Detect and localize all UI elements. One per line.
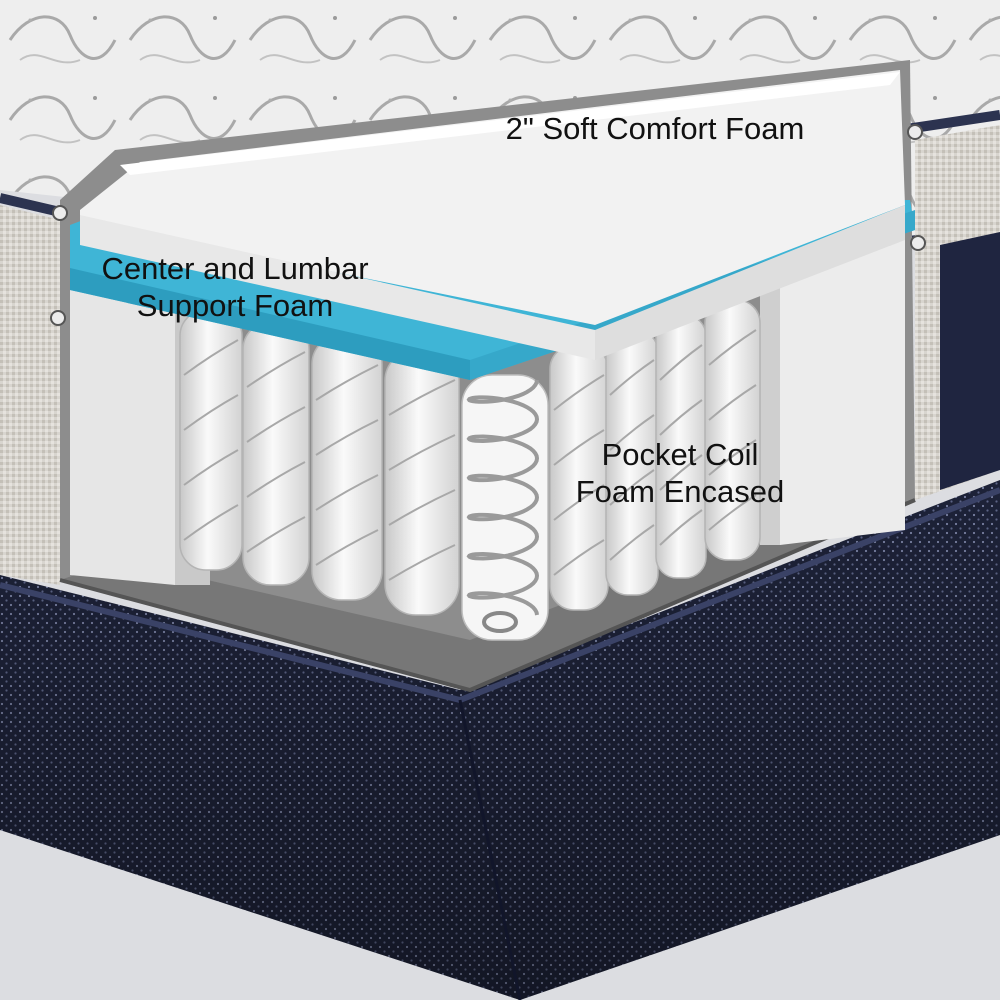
coil-sleeve-stitch: [553, 429, 605, 466]
left-side-panel: [0, 205, 60, 585]
support-foam-front-edge: [70, 268, 470, 380]
coil-sleeve-stitch: [609, 524, 655, 561]
coil-sleeve-stitch: [609, 469, 655, 506]
comfort-foam-label: 2" Soft Comfort Foam: [470, 110, 840, 147]
coil-sleeve-stitch: [183, 339, 239, 376]
coil-sleeve-stitch: [246, 516, 306, 553]
coil-sleeve-stitch: [708, 494, 757, 531]
comfort-foam-label-text: 2" Soft Comfort Foam: [505, 111, 805, 146]
coil-sleeve-stitch: [388, 434, 456, 471]
cavity-edge: [59, 498, 916, 693]
right-foam-rail-edge: [760, 240, 780, 545]
coil-sleeve-stitch: [388, 379, 456, 416]
piping-knob: [907, 124, 923, 140]
coil-sleeve-stitch: [183, 394, 239, 431]
comfort-foam-side: [595, 205, 905, 360]
pocket-coil-label: Pocket Coil Foam Encased: [530, 436, 830, 510]
coil-sleeve-stitch: [388, 544, 456, 581]
comfort-foam-front: [80, 215, 595, 360]
coil-sleeve-stitch: [553, 539, 605, 576]
coil-sleeve-stitch: [183, 504, 239, 541]
coil-sleeve-stitch: [553, 484, 605, 521]
coil-sleeve-stitch: [659, 509, 703, 546]
coil-sleeve-stitch: [246, 351, 306, 388]
coil-sleeve-stitch: [609, 359, 655, 396]
coil-sleeve-stitch: [315, 419, 379, 456]
box-spring-shadow: [0, 480, 1000, 1000]
base-corner-edge: [458, 699, 522, 1000]
coil-sleeve-stitch: [246, 406, 306, 443]
coil-sleeve-stitch: [708, 384, 757, 421]
coil-sleeve-stitch: [315, 364, 379, 401]
coil-sleeve-stitch: [659, 399, 703, 436]
spring-base-ring: [482, 611, 518, 633]
coil-sleeve-stitch: [315, 474, 379, 511]
left-foam-rail: [70, 275, 175, 585]
right-side-band: [940, 232, 1000, 490]
spring-coil-icon: [466, 379, 540, 616]
coil-sleeve-stitch: [659, 344, 703, 381]
coil-sleeve: [179, 309, 243, 571]
coil-sleeve-stitch: [183, 449, 239, 486]
coil-sleeve: [704, 299, 761, 561]
coil-sleeve-stitch: [553, 374, 605, 411]
comfort-foam-highlight: [120, 72, 900, 175]
support-foam-label-line2: Support Foam: [136, 288, 334, 323]
coil-sleeve-stitch: [246, 461, 306, 498]
pocket-coil-group: [179, 299, 761, 641]
coil-sleeve-stitch: [388, 489, 456, 526]
pocket-coil-label-line2: Foam Encased: [575, 474, 785, 509]
coil-sleeve-stitch: [315, 529, 379, 566]
piping-knob: [50, 310, 66, 326]
right-foam-rail: [780, 230, 905, 545]
pocket-coil-label-line1: Pocket Coil: [601, 437, 759, 472]
coil-sleeve: [242, 321, 310, 586]
piping-knob: [910, 235, 926, 251]
support-foam-label-line1: Center and Lumbar: [101, 251, 369, 286]
support-foam-label: Center and Lumbar Support Foam: [70, 250, 400, 324]
coil-sleeve-stitch: [708, 329, 757, 366]
coil-sleeve-stitch: [659, 454, 703, 491]
coil-sleeve-stitch: [609, 414, 655, 451]
piping-knob: [52, 205, 68, 221]
coil-sleeve-stitch: [708, 439, 757, 476]
